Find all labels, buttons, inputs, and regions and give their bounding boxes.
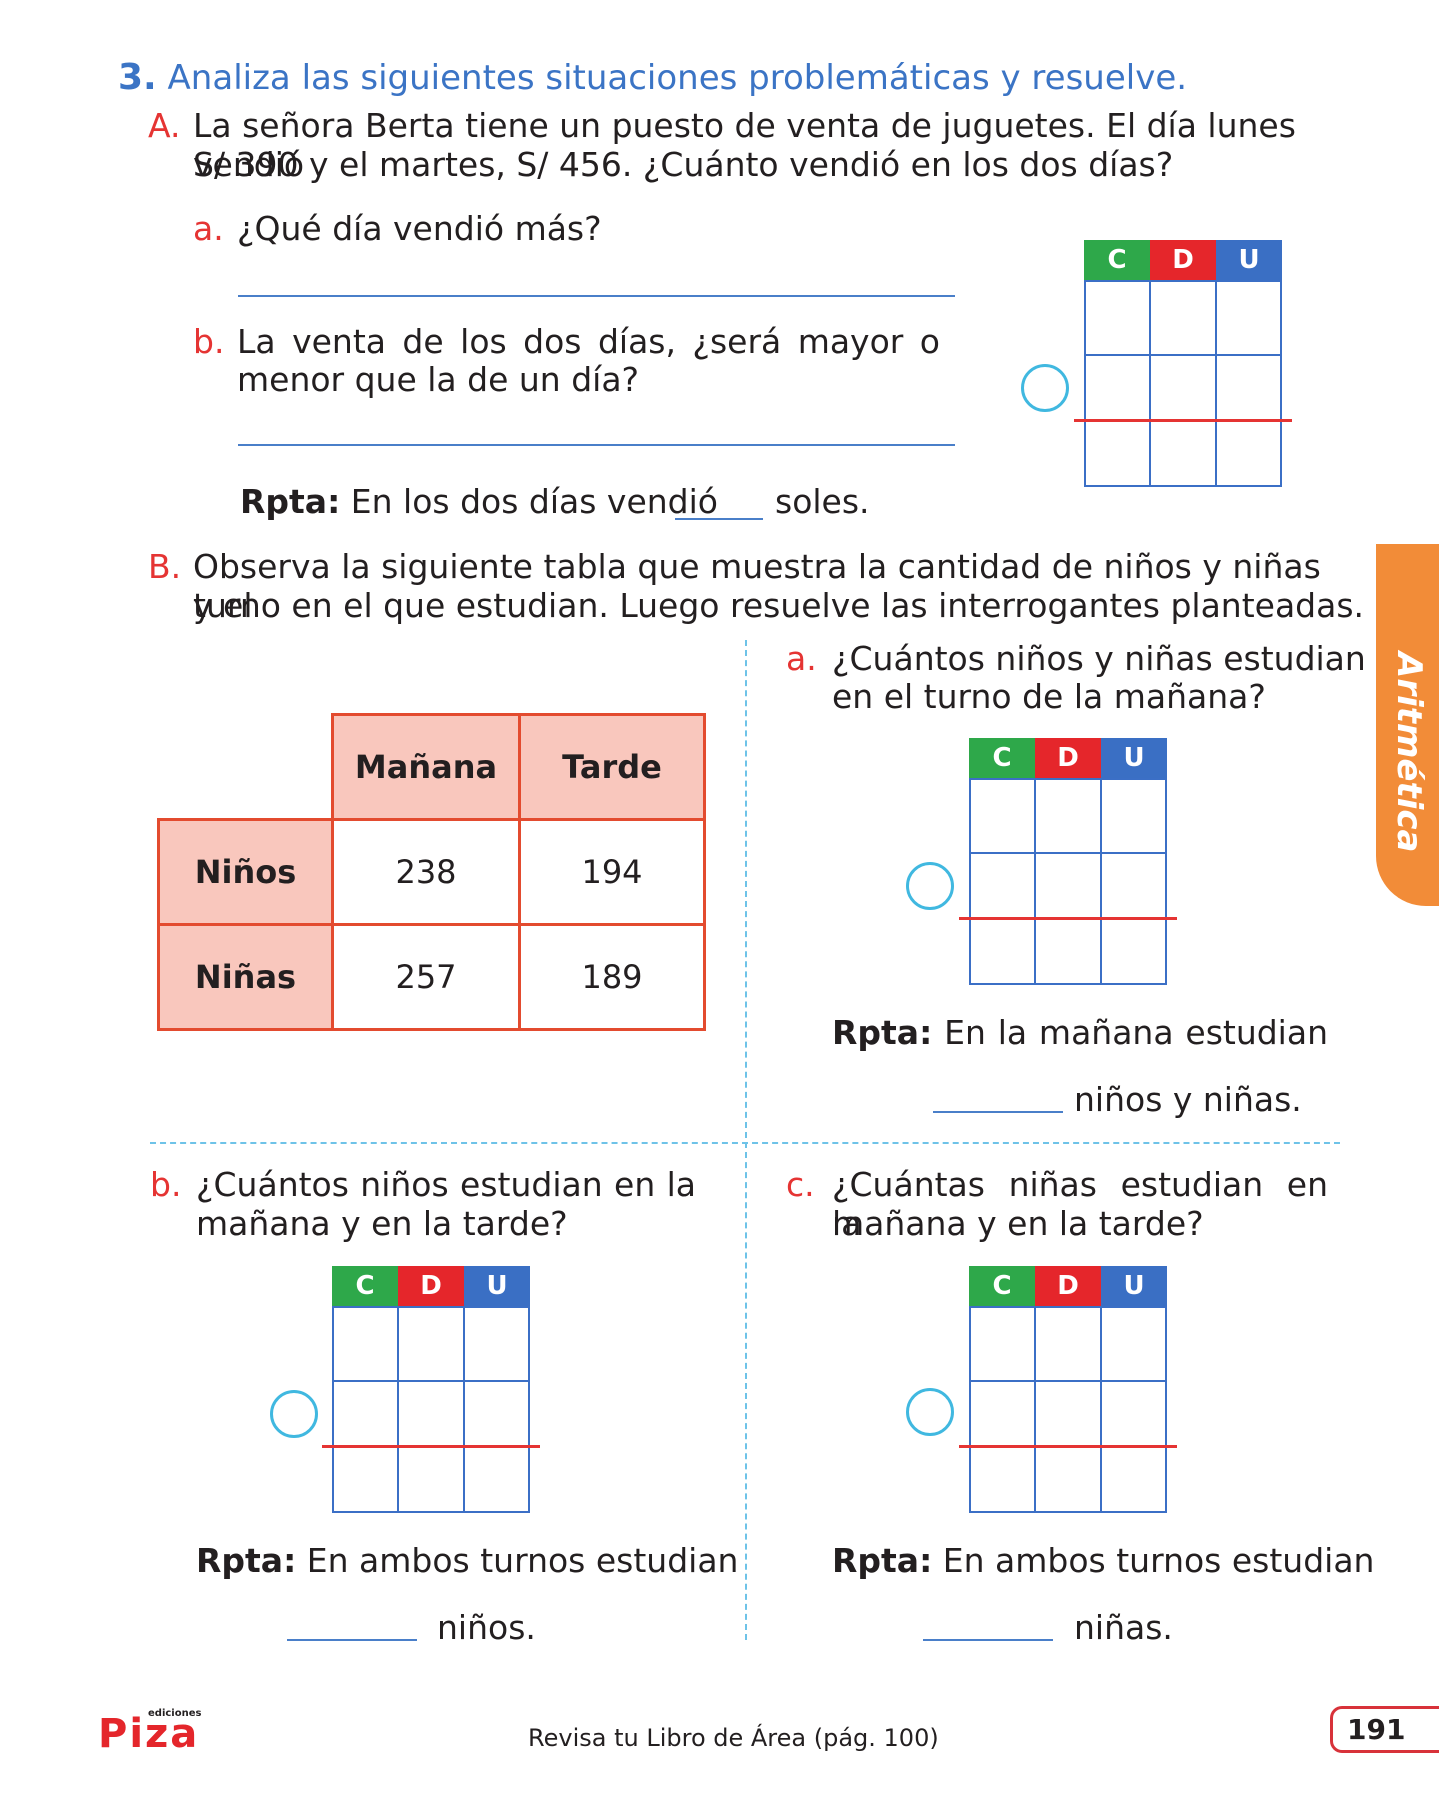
- part-b-qa-rpta-blank[interactable]: [933, 1111, 1063, 1113]
- cdu-grid-b-a[interactable]: C D U: [959, 738, 1177, 985]
- cdu-header-d: D: [1035, 1266, 1101, 1306]
- part-b-qc-rpta-after: niñas.: [1074, 1608, 1173, 1647]
- cdu-header-u: U: [1101, 1266, 1167, 1306]
- part-a-line2: S/ 390 y el martes, S/ 456. ¿Cuánto vend…: [193, 145, 1174, 184]
- rpta-label: Rpta:: [832, 1013, 933, 1052]
- cdu-header-u: U: [1101, 738, 1167, 778]
- part-a-rpta: Rpta: En los dos días vendió: [240, 482, 718, 521]
- cdu-grid-a[interactable]: C D U: [1074, 240, 1292, 487]
- part-b-qc-letter: c.: [786, 1165, 815, 1204]
- cdu-header-c: C: [1084, 240, 1150, 280]
- table-cell-ninos-tarde: 194: [518, 818, 706, 926]
- rpta-label: Rpta:: [196, 1541, 297, 1580]
- operation-sign-circle[interactable]: [270, 1390, 318, 1438]
- cdu-header-u: U: [1216, 240, 1282, 280]
- cdu-header-d: D: [1035, 738, 1101, 778]
- exercise-heading: 3. Analiza las siguientes situaciones pr…: [118, 57, 1188, 99]
- part-b-qb-line1: ¿Cuántos niños estudian en la: [196, 1165, 696, 1204]
- part-a-letter: A.: [148, 106, 181, 145]
- dashed-divider-horizontal: [150, 1142, 1340, 1144]
- part-b-qc-rpta-blank[interactable]: [923, 1639, 1053, 1641]
- cdu-grid-b-b[interactable]: C D U: [322, 1266, 540, 1513]
- rpta-label: Rpta:: [240, 482, 341, 521]
- cdu-header-d: D: [398, 1266, 464, 1306]
- part-b-qa-rpta: Rpta: En la mañana estudian: [832, 1013, 1328, 1052]
- table-row-label-ninas: Niñas: [157, 923, 334, 1031]
- part-a-qa-text: ¿Qué día vendió más?: [237, 209, 602, 248]
- part-b-qc-line2: mañana y en la tarde?: [832, 1204, 1204, 1243]
- cdu-grid-b-c[interactable]: C D U: [959, 1266, 1177, 1513]
- rpta-text: En la mañana estudian: [944, 1013, 1328, 1052]
- section-side-tab: [1376, 544, 1439, 906]
- rpta-label: Rpta:: [832, 1541, 933, 1580]
- table-header-manana: Mañana: [331, 713, 521, 821]
- part-a-qb-line2: menor que la de un día?: [237, 360, 640, 399]
- operation-sign-circle[interactable]: [906, 862, 954, 910]
- table-cell-ninos-manana: 238: [331, 818, 521, 926]
- cdu-header-c: C: [969, 738, 1035, 778]
- operation-sign-circle[interactable]: [906, 1388, 954, 1436]
- part-b-qb-rpta-blank[interactable]: [287, 1639, 417, 1641]
- part-b-line1: Observa la siguiente tabla que muestra l…: [193, 547, 1321, 625]
- footer-review-note: Revisa tu Libro de Área (pág. 100): [528, 1724, 939, 1752]
- exercise-instruction: Analiza las siguientes situaciones probl…: [167, 58, 1188, 98]
- cdu-header-d: D: [1150, 240, 1216, 280]
- part-b-qa-line2: en el turno de la mañana?: [832, 677, 1266, 716]
- cdu-header-c: C: [969, 1266, 1035, 1306]
- part-a-qb-line1: La venta de los dos días, ¿será mayor o: [237, 322, 940, 361]
- table-header-tarde: Tarde: [518, 713, 706, 821]
- part-b-qa-letter: a.: [786, 639, 817, 678]
- exercise-number: 3.: [118, 57, 157, 98]
- section-side-tab-label: Aritmética: [1389, 652, 1429, 853]
- publisher-logo-text: Piza: [98, 1711, 200, 1757]
- rpta-text: En ambos turnos estudian: [306, 1541, 739, 1580]
- rpta-text: En los dos días vendió: [350, 482, 718, 521]
- part-a-qb-answer-line[interactable]: [238, 444, 955, 446]
- table-cell-ninas-manana: 257: [331, 923, 521, 1031]
- table-cell-ninas-tarde: 189: [518, 923, 706, 1031]
- page-number: 191: [1330, 1706, 1439, 1753]
- cdu-header-c: C: [332, 1266, 398, 1306]
- operation-sign-circle[interactable]: [1021, 364, 1069, 412]
- rpta-text: En ambos turnos estudian: [942, 1541, 1375, 1580]
- part-b-qc-rpta: Rpta: En ambos turnos estudian: [832, 1541, 1374, 1580]
- publisher-logo: ediciones Piza: [98, 1708, 208, 1754]
- dashed-divider-vertical: [745, 640, 747, 1640]
- part-b-qb-line2: mañana y en la tarde?: [196, 1204, 568, 1243]
- part-b-qa-rpta-after: niños y niñas.: [1074, 1080, 1302, 1119]
- part-a-line1: La señora Berta tiene un puesto de venta…: [193, 106, 1296, 184]
- part-a-qb-letter: b.: [193, 322, 225, 361]
- part-b-qb-rpta: Rpta: En ambos turnos estudian: [196, 1541, 738, 1580]
- part-b-qb-rpta-after: niños.: [437, 1608, 536, 1647]
- part-b-line2: turno en el que estudian. Luego resuelve…: [193, 586, 1365, 625]
- part-a-rpta-blank[interactable]: [675, 518, 763, 520]
- publisher-logo-small: ediciones: [148, 1708, 202, 1719]
- part-b-letter: B.: [148, 547, 182, 586]
- part-b-qb-letter: b.: [150, 1165, 182, 1204]
- table-row-label-ninos: Niños: [157, 818, 334, 926]
- part-b-qa-line1: ¿Cuántos niños y niñas estudian: [832, 639, 1366, 678]
- part-a-rpta-after: soles.: [775, 482, 870, 521]
- part-b-qc-line1: ¿Cuántas niñas estudian en la: [832, 1165, 1328, 1243]
- part-a-qa-answer-line[interactable]: [238, 295, 955, 297]
- cdu-header-u: U: [464, 1266, 530, 1306]
- part-a-qa-letter: a.: [193, 209, 224, 248]
